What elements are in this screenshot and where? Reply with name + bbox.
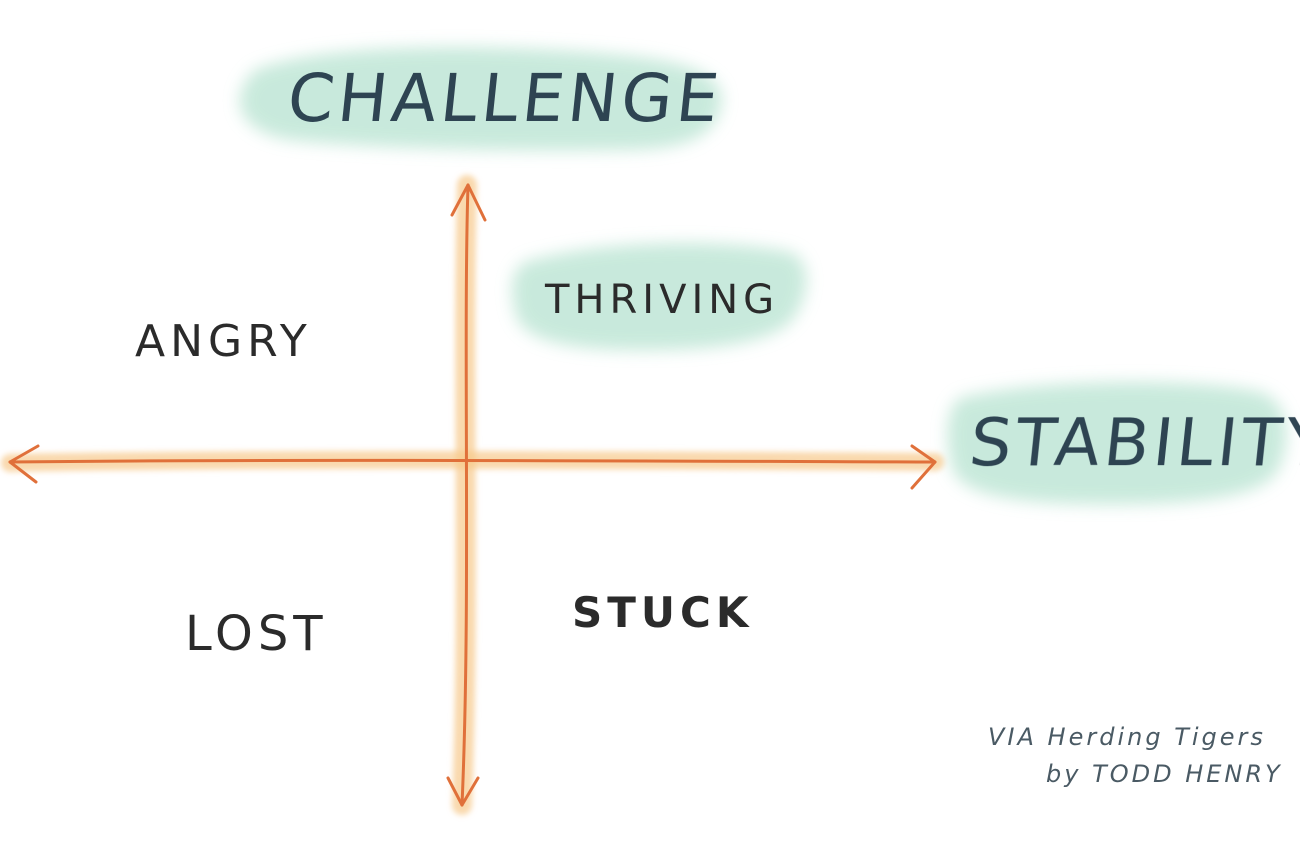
highlight-blobs: [239, 47, 1287, 505]
x-axis-title: STABILITY: [966, 404, 1300, 481]
quadrant-label-thriving: THRIVING: [545, 277, 780, 323]
y-axis-bottom-arrow: [446, 776, 480, 807]
x-axis-left-arrow: [8, 444, 40, 484]
x-axis-right-arrow: [910, 444, 937, 490]
credit-line-author: by TODD HENRY: [1046, 760, 1283, 788]
y-axis-top-arrow: [450, 183, 487, 222]
x-axis-line: [8, 458, 937, 464]
credit-line-source: VIA Herding Tigers: [988, 723, 1266, 751]
quadrant-label-lost: LOST: [185, 606, 328, 662]
y-axis-line: [460, 183, 470, 807]
y-axis-title: CHALLENGE: [284, 60, 727, 137]
quadrant-label-angry: ANGRY: [135, 316, 312, 367]
quadrant-label-stuck: STUCK: [572, 588, 754, 637]
stability-highlight: [947, 382, 1287, 505]
axes: [8, 183, 937, 807]
thriving-highlight: [512, 243, 807, 351]
challenge-highlight: [239, 47, 722, 151]
